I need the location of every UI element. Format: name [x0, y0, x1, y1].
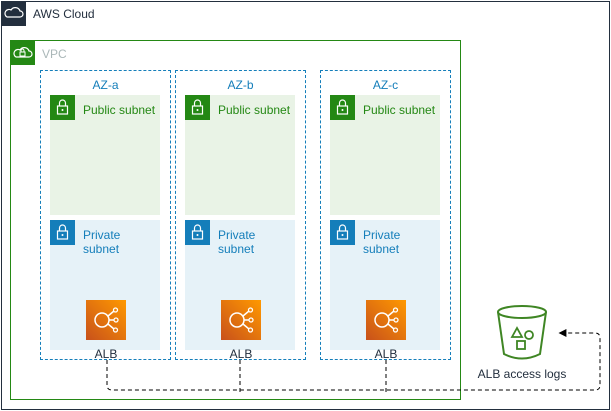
s3-bucket-label: ALB access logs: [477, 367, 567, 381]
lock-icon: [330, 220, 355, 245]
lock-icon: [50, 220, 75, 245]
vpc-label: VPC: [42, 47, 67, 61]
public-subnet-label: Public subnet: [363, 103, 436, 117]
az-b-label: AZ-b: [227, 78, 254, 92]
connector-alb-a-to-s3: [106, 329, 601, 391]
alb-label: ALB: [374, 347, 398, 361]
private-subnet-label-line2: subnet: [83, 242, 120, 256]
alb-icon: [221, 300, 261, 340]
aws-cloud-icon: [1, 1, 26, 26]
public-subnet-label: Public subnet: [218, 103, 291, 117]
private-subnet-label-line2: subnet: [218, 242, 255, 256]
az-c-label: AZ-c: [372, 78, 399, 92]
lock-icon: [50, 95, 75, 120]
az-a-label: AZ-a: [92, 78, 119, 92]
alb-label: ALB: [94, 347, 118, 361]
alb-icon: [366, 300, 406, 340]
private-subnet-label-line1: Private: [218, 228, 256, 242]
private-subnet-label-line2: subnet: [363, 242, 400, 256]
az-a-group: [40, 70, 171, 360]
lock-icon: [185, 95, 210, 120]
vpc-group: [10, 40, 461, 400]
private-subnet-label-line1: Private: [83, 228, 121, 242]
vpc-icon: [10, 40, 35, 65]
alb-label: ALB: [229, 347, 253, 361]
lock-icon: [185, 220, 210, 245]
private-subnet-label-line1: Private: [363, 228, 401, 242]
s3-bucket-icon: [496, 305, 548, 360]
public-subnet-label: Public subnet: [83, 103, 156, 117]
alb-icon: [86, 300, 126, 340]
aws-cloud-label: AWS Cloud: [33, 7, 95, 21]
lock-icon: [330, 95, 355, 120]
az-c-group: [320, 70, 451, 360]
az-b-group: [175, 70, 306, 360]
